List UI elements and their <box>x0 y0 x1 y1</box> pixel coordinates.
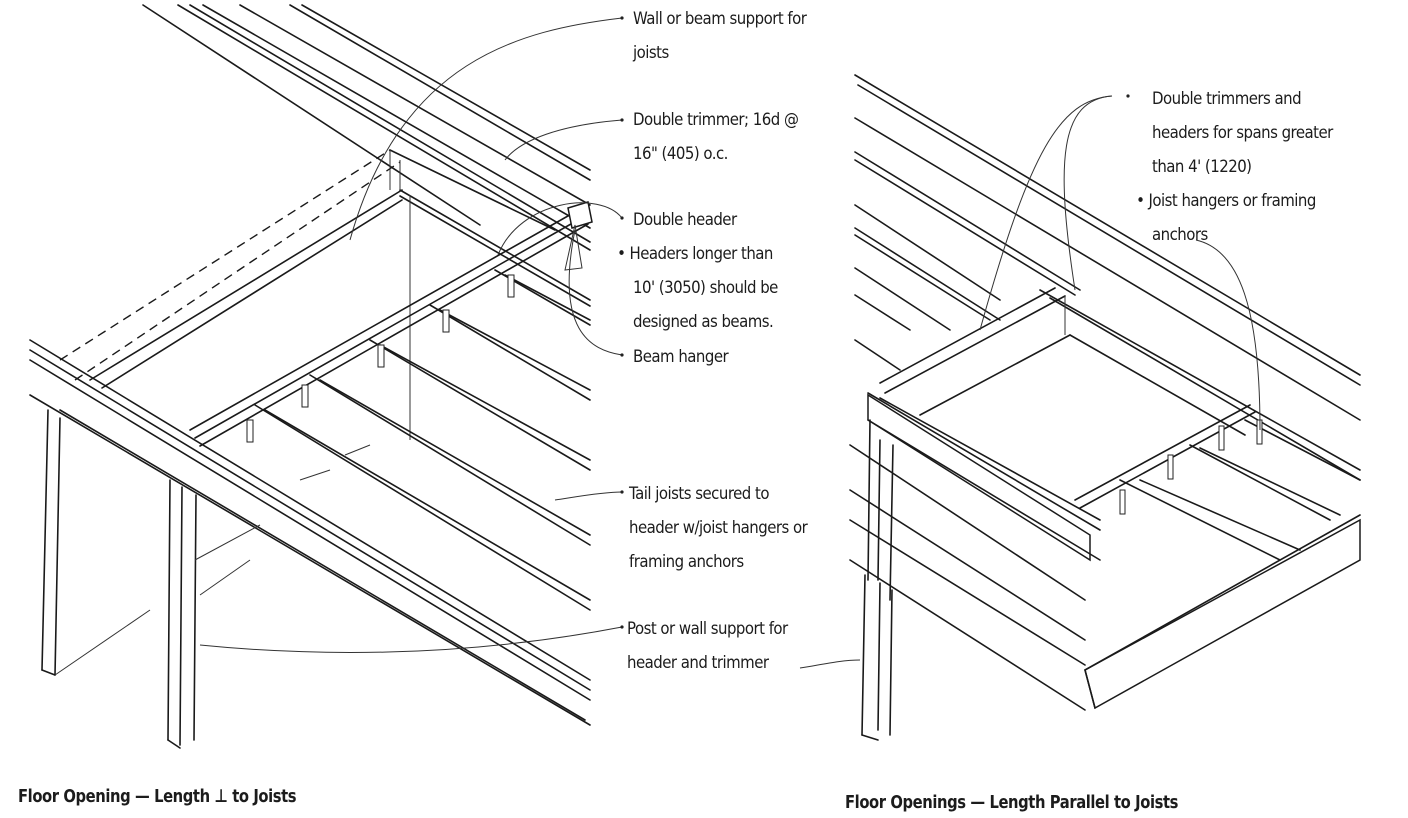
annotation-line: header and trimmer <box>627 653 769 673</box>
annotation-line: headers for spans greater <box>1152 123 1333 143</box>
annotation-line: designed as beams. <box>633 312 774 332</box>
annotation-line: joists <box>633 43 669 63</box>
right-leader-lines <box>799 94 1261 669</box>
joist-hangers-left <box>246 274 515 443</box>
annotation-line: Double trimmers and <box>1152 89 1302 109</box>
tail-joists-left <box>254 269 591 611</box>
annotation-tail-joists: Tail joists secured to header w/joist ha… <box>629 477 808 579</box>
annotation-line: header w/joist hangers or <box>629 518 808 538</box>
left-figure-framing <box>29 4 593 749</box>
annotation-line: than 4' (1220) <box>1152 157 1252 177</box>
annotation-headers-longer: •Headers longer than 10' (3050) should b… <box>617 237 778 339</box>
annotation-line: Headers longer than <box>629 244 773 264</box>
annotation-post-wall-support: Post or wall support for header and trim… <box>627 612 788 680</box>
annotation-double-trimmer: Double trimmer; 16d @ 16" (405) o.c. <box>633 103 799 171</box>
right-figure-framing <box>849 74 1361 741</box>
annotation-line: Double header <box>633 210 737 230</box>
annotation-line: Post or wall support for <box>627 619 788 639</box>
annotation-line: Wall or beam support for <box>633 9 807 29</box>
annotation-beam-hanger: Beam hanger <box>633 340 729 374</box>
caption-right-figure: Floor Openings — Length Parallel to Jois… <box>845 792 1179 813</box>
annotation-wall-beam-support: Wall or beam support for joists <box>633 2 807 70</box>
annotation-line: 16" (405) o.c. <box>633 144 728 164</box>
bullet-icon: • <box>617 244 626 264</box>
annotation-line: anchors <box>1152 225 1208 245</box>
bullet-icon: • <box>1136 191 1145 211</box>
annotation-joist-hangers: •Joist hangers or framing anchors <box>1136 184 1316 252</box>
left-leader-lines <box>199 16 624 654</box>
annotation-line: Double trimmer; 16d @ <box>633 110 799 130</box>
caption-left-figure: Floor Opening — Length ⊥ to Joists <box>18 786 297 807</box>
posts-left <box>41 409 261 749</box>
annotation-double-header: Double header <box>633 203 737 237</box>
annotation-line: Beam hanger <box>633 347 729 367</box>
annotation-line: 10' (3050) should be <box>633 278 778 298</box>
annotation-line: framing anchors <box>629 552 744 572</box>
annotation-line: Tail joists secured to <box>629 484 769 504</box>
annotation-line: Joist hangers or framing <box>1148 191 1316 211</box>
annotation-double-trimmers-headers: Double trimmers and headers for spans gr… <box>1152 82 1333 184</box>
